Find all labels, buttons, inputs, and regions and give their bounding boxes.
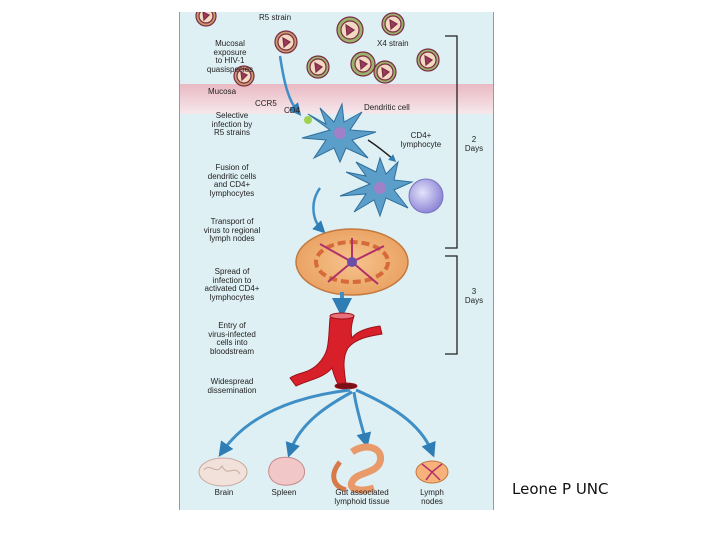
label-dendritic-cell: Dendritic cell [364,103,410,112]
virus-particle [350,51,376,77]
label-mucosa: Mucosa [208,87,237,96]
label-cd4: CD4 [284,106,301,115]
figure-graphics [180,12,493,494]
virus-particle [336,16,364,44]
label-r5-strain: R5 strain [259,13,292,22]
mucosa-band [180,84,493,114]
gut-organ [331,443,385,494]
cd4-lymphocyte [408,178,444,214]
virus-particle [373,60,397,84]
virus-particle [306,55,330,79]
arrow-fusion-to-transport [312,187,326,234]
nucleus [374,182,386,194]
virus-particle [233,65,255,87]
brain-organ [198,457,248,487]
label-brain: Brain [214,488,234,497]
arrow-to-lymphocyte [367,139,397,162]
lymph-node [295,228,409,296]
virus-particle [274,30,298,54]
day-brackets [445,35,458,355]
lymph-node-organ [415,460,449,484]
label-spleen: Spleen [271,488,297,497]
spleen-organ [268,456,306,486]
arrow-exposure-to-mucosa [278,55,302,116]
virus-particle [416,48,440,72]
credit-text: Leone P UNC [512,480,609,498]
virus-particle [195,12,217,27]
virus-particle [381,12,405,36]
virus-particle-group [195,12,440,87]
label-x4-strain: X4 strain [377,39,409,48]
nucleus [334,127,346,139]
label-ccr5: CCR5 [255,99,277,108]
label-cd4-lymphocyte: CD4+lymphocyte [400,131,442,149]
blood-vessel [289,312,383,390]
dissemination-arrows [218,388,436,458]
ccr5-marker [304,116,312,124]
